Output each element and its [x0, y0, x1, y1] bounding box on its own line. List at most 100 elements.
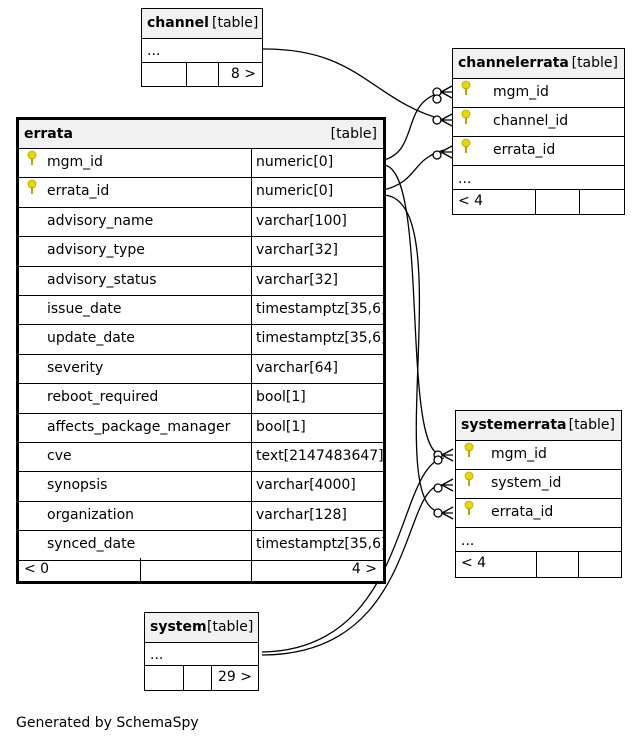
table-name: system — [150, 619, 207, 635]
child-count: 8 > — [230, 66, 256, 82]
table-row: mgm_id numeric[0] — [19, 148, 383, 179]
table-channel[interactable]: channel [table] ... 8 > — [141, 8, 263, 87]
column-name: errata_id — [491, 504, 554, 520]
column-type: varchar[32] — [251, 236, 338, 266]
table-tag: [table] — [568, 417, 615, 433]
table-system[interactable]: system [table] ... 29 > — [144, 612, 259, 691]
edge-errata-mgm-channelerrata — [383, 91, 445, 161]
column-name: system_id — [491, 475, 562, 491]
column-name: affects_package_manager — [47, 418, 231, 435]
column-name: channel_id — [493, 113, 569, 129]
column-type: varchar[4000] — [251, 471, 356, 501]
crows-foot — [440, 113, 453, 127]
table-row: reboot_required bool[1] — [19, 383, 383, 414]
table-row: errata_id numeric[0] — [19, 177, 383, 208]
table-tag: [table] — [571, 55, 618, 71]
cardinality-circle — [432, 150, 442, 160]
column-type: varchar[32] — [251, 265, 338, 295]
column-name: issue_date — [47, 301, 122, 317]
column-name: update_date — [47, 330, 135, 347]
table-row: affects_package_manager bool[1] — [19, 412, 383, 443]
column-type: timestamptz[35,6] — [251, 324, 386, 354]
table-name: channelerrata — [458, 55, 569, 71]
parent-count: < 4 — [461, 555, 487, 571]
table-tag: [table] — [212, 15, 259, 31]
column-type: numeric[0] — [251, 148, 333, 178]
table-row: synced_date timestamptz[35,6] — [19, 530, 386, 561]
table-systemerrata[interactable]: systemerrata [table] mgm_id system_id er… — [455, 410, 622, 578]
edge-channel-channelerrata — [261, 48, 445, 121]
parent-count: < 0 — [24, 561, 50, 577]
column-name: mgm_id — [47, 154, 103, 170]
column-name: errata_id — [47, 183, 110, 200]
table-row: organization varchar[128] — [19, 500, 383, 532]
table-tag: [table] — [207, 619, 254, 635]
crows-foot — [441, 478, 454, 492]
column-type: varchar[128] — [251, 500, 347, 531]
column-name: advisory_type — [47, 242, 145, 259]
column-type: numeric[0] — [251, 177, 333, 207]
table-name: errata — [24, 126, 73, 142]
crows-foot — [440, 85, 453, 99]
crows-foot — [441, 506, 454, 520]
key-icon — [461, 136, 471, 165]
table-row: advisory_name varchar[100] — [19, 206, 383, 238]
parent-count: < 4 — [458, 193, 484, 209]
column-type: bool[1] — [251, 412, 306, 442]
cardinality-circle — [433, 455, 443, 465]
key-icon — [27, 177, 37, 206]
edge-errata-mgm-systemerrata — [383, 164, 443, 456]
column-name: cve — [47, 448, 72, 464]
column-name: synced_date — [47, 536, 136, 553]
table-row: synopsis varchar[4000] — [19, 471, 383, 502]
table-row: severity varchar[64] — [19, 353, 383, 385]
table-name: systemerrata — [461, 417, 567, 433]
crows-foot — [441, 448, 454, 462]
generated-by-footer: Generated by SchemaSpy — [16, 715, 199, 731]
column-type: bool[1] — [251, 383, 306, 413]
key-icon — [464, 498, 474, 527]
key-icon — [464, 440, 474, 469]
column-type: timestamptz[35,6] — [251, 295, 386, 325]
table-row: advisory_status varchar[32] — [19, 265, 383, 296]
edge-system-systemerrata-mgm — [261, 457, 445, 653]
column-name: advisory_name — [47, 212, 154, 229]
ellipsis: ... — [147, 43, 161, 59]
column-type: timestamptz[35,6] — [251, 530, 386, 560]
key-icon — [464, 469, 474, 498]
ellipsis: ... — [461, 533, 475, 549]
key-icon — [461, 78, 471, 107]
column-name: mgm_id — [493, 84, 549, 100]
edge-errata-id-systemerrata — [383, 194, 443, 513]
column-name: advisory_status — [47, 271, 157, 288]
column-type: varchar[64] — [251, 353, 338, 384]
cardinality-circle — [433, 508, 443, 518]
column-name: reboot_required — [47, 389, 159, 406]
table-channelerrata[interactable]: channelerrata [table] mgm_id channel_id … — [452, 48, 625, 215]
cardinality-circle — [432, 115, 442, 125]
table-row: advisory_type varchar[32] — [19, 236, 383, 267]
column-type: text[2147483647] — [251, 442, 384, 472]
table-tag: [table] — [330, 126, 377, 142]
column-name: severity — [47, 359, 104, 376]
edge-system-systemerrata — [261, 484, 445, 656]
cardinality-circle — [432, 94, 442, 104]
column-name: mgm_id — [491, 446, 547, 462]
key-icon — [461, 107, 471, 136]
table-row: update_date timestamptz[35,6] — [19, 324, 386, 355]
table-row: issue_date timestamptz[35,6] — [19, 295, 386, 326]
cardinality-circle — [433, 483, 443, 493]
table-name: channel — [147, 15, 209, 31]
column-name: organization — [47, 506, 135, 523]
key-icon — [27, 148, 37, 177]
column-name: errata_id — [493, 142, 556, 158]
child-count: 4 > — [351, 561, 377, 577]
crows-foot — [440, 145, 453, 159]
column-type: varchar[100] — [251, 206, 347, 237]
ellipsis: ... — [458, 171, 472, 187]
table-row: cve text[2147483647] — [19, 442, 384, 473]
child-count: 29 > — [218, 669, 252, 685]
column-name: synopsis — [47, 477, 108, 494]
